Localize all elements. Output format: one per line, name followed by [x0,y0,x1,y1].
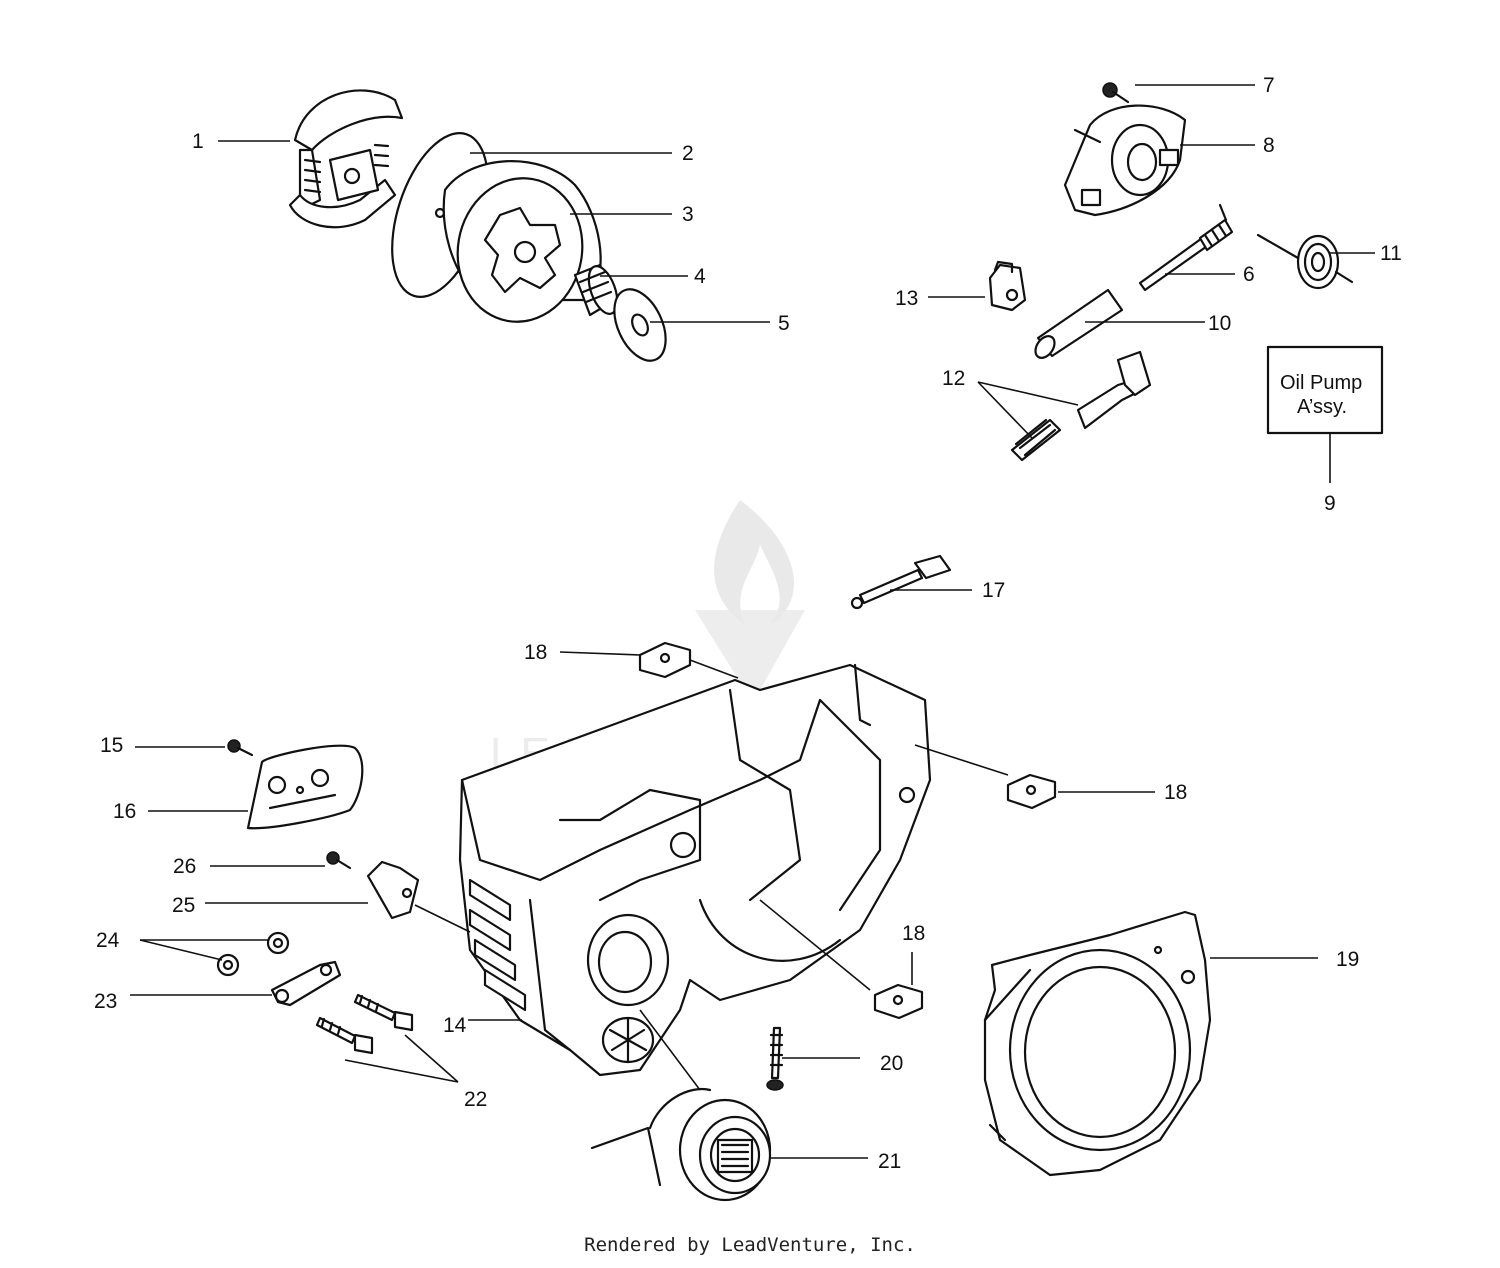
part-24-nut-lower [216,953,240,977]
part-10-tube [1034,288,1124,359]
part-8-pump-housing [1063,104,1187,217]
part-17-adjuster [850,554,952,610]
callout-21: 21 [878,1150,901,1173]
part-15-screw [227,739,254,757]
callout-19: 19 [1336,948,1359,971]
callouts: 1 2 3 4 5 6 7 8 9 10 11 12 13 14 15 16 1… [94,74,1402,1173]
callout-23: 23 [94,990,117,1013]
footer-credit: Rendered by LeadVenture, Inc. [584,1234,916,1256]
callout-25: 25 [172,894,195,917]
part-24-nut-upper [266,931,290,955]
callout-4: 4 [694,265,706,288]
callout-9: 9 [1324,492,1336,515]
part-7-screw [1102,82,1130,104]
callout-7: 7 [1263,74,1275,97]
callout-16: 16 [113,800,136,823]
leader-lines [130,84,1375,1159]
callout-13: 13 [895,287,918,310]
callout-10: 10 [1208,312,1231,335]
part-14-crankcase [458,663,932,1077]
callout-17: 17 [982,579,1005,602]
callout-24: 24 [96,929,120,952]
part-22-bar-stud-upper [353,993,414,1032]
oil-pump-assy-box: Oil Pump A’ssy. [1266,345,1384,435]
callout-22: 22 [464,1088,487,1111]
part-3-clutch-drum [442,160,602,323]
callout-11: 11 [1380,242,1402,265]
callout-15: 15 [100,734,123,757]
callout-14: 14 [443,1014,467,1037]
part-18-nut-top [638,641,692,679]
part-18-nut-right [1006,773,1057,810]
part-1-clutch-shoes [288,89,404,229]
callout-8: 8 [1263,134,1275,157]
part-23-tensioner-plate [270,960,342,1007]
part-20-bolt [766,1026,784,1091]
callout-18-right: 18 [1164,781,1187,804]
part-19-starter-cover [983,910,1212,1177]
oil-pump-box-line2: A’ssy. [1297,396,1347,418]
callout-18-top: 18 [524,641,547,664]
callout-1: 1 [192,130,204,153]
part-6-pump-shaft [1138,203,1234,292]
callout-6: 6 [1243,263,1255,286]
callout-2: 2 [682,142,694,165]
callout-20: 20 [880,1052,903,1075]
part-11-worm-gear [1256,233,1354,290]
part-21-oil-cap [590,1087,772,1202]
callout-18-bottom: 18 [902,922,925,945]
part-25-chain-catcher [366,860,420,920]
callout-3: 3 [682,203,694,226]
callout-12: 12 [942,367,965,390]
part-5-washer [613,288,667,362]
callout-26: 26 [173,855,196,878]
part-22-bar-stud-lower [315,1016,374,1055]
callout-5: 5 [778,312,790,335]
part-16-guide-plate [246,744,364,830]
part-18-nut-bottom [873,983,924,1020]
part-12-oil-line-filter [1010,350,1152,462]
part-13-clip [988,260,1027,312]
part-26-screw [326,851,352,870]
oil-pump-box-line1: Oil Pump [1280,372,1362,394]
